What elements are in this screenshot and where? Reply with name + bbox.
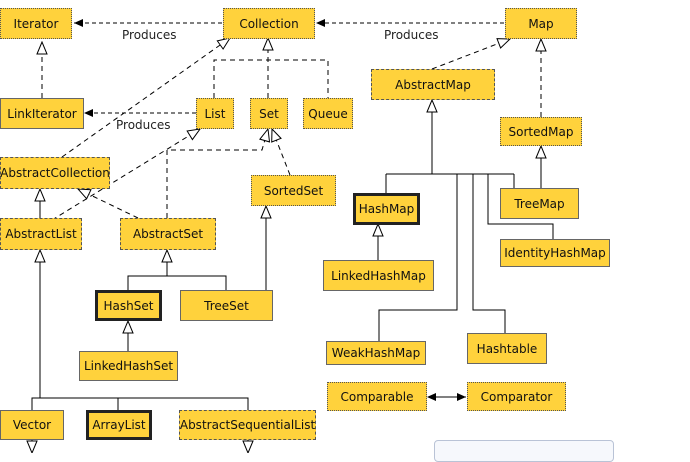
node-abstractset[interactable]: AbstractSet	[120, 218, 216, 250]
node-abstractlist[interactable]: AbstractList	[0, 218, 82, 250]
legend-box	[434, 440, 614, 462]
node-queue[interactable]: Queue	[303, 98, 353, 129]
node-map[interactable]: Map	[505, 8, 577, 39]
node-hashmap[interactable]: HashMap	[353, 193, 420, 225]
edge-hashtable-abstractmap	[472, 174, 506, 333]
node-sortedmap[interactable]: SortedMap	[500, 117, 582, 146]
node-iterator[interactable]: Iterator	[0, 8, 72, 39]
node-arraylist[interactable]: ArrayList	[86, 410, 152, 440]
node-identityhashmap[interactable]: IdentityHashMap	[500, 239, 610, 267]
edge-abstractmap-map	[431, 39, 510, 70]
edge-list-queue-collection	[213, 59, 329, 98]
node-hashset[interactable]: HashSet	[95, 290, 162, 321]
node-sortedset[interactable]: SortedSet	[251, 175, 336, 206]
node-comparator[interactable]: Comparator	[467, 382, 566, 411]
node-abstractcollection[interactable]: AbstractCollection	[0, 157, 110, 189]
edge-abstractlist-list	[51, 129, 200, 221]
node-hashtable[interactable]: Hashtable	[467, 333, 547, 364]
produces-label-map: Produces	[384, 28, 439, 42]
node-abstractsequentiallist[interactable]: AbstractSequentialList	[179, 410, 316, 440]
edge-weakhashmap-abstractmap	[378, 174, 458, 341]
edge-sets-abstractset	[127, 275, 227, 290]
node-set[interactable]: Set	[250, 98, 288, 129]
node-linkiterator[interactable]: LinkIterator	[0, 98, 84, 129]
edge-abstractcollection-collection	[61, 38, 230, 158]
node-vector[interactable]: Vector	[0, 410, 64, 440]
edge-abstractset-set	[166, 129, 268, 218]
node-list[interactable]: List	[196, 98, 234, 129]
node-linkedhashset[interactable]: LinkedHashSet	[79, 351, 178, 381]
node-treeset[interactable]: TreeSet	[180, 290, 273, 321]
node-abstractmap[interactable]: AbstractMap	[371, 69, 495, 100]
node-weakhashmap[interactable]: WeakHashMap	[326, 341, 426, 365]
node-linkedhashmap[interactable]: LinkedHashMap	[323, 260, 434, 291]
edge-abstractset-abstractcollection	[78, 189, 139, 219]
produces-label-linkiterator: Produces	[116, 118, 171, 132]
node-collection[interactable]: Collection	[223, 8, 315, 39]
edge-lists-abstractlist	[31, 397, 249, 410]
node-treemap[interactable]: TreeMap	[500, 188, 579, 219]
produces-label-iterator: Produces	[122, 28, 177, 42]
node-comparable[interactable]: Comparable	[327, 382, 427, 411]
edge-identityhashmap-abstractmap	[487, 174, 554, 239]
edge-sortedset-set	[272, 129, 291, 176]
